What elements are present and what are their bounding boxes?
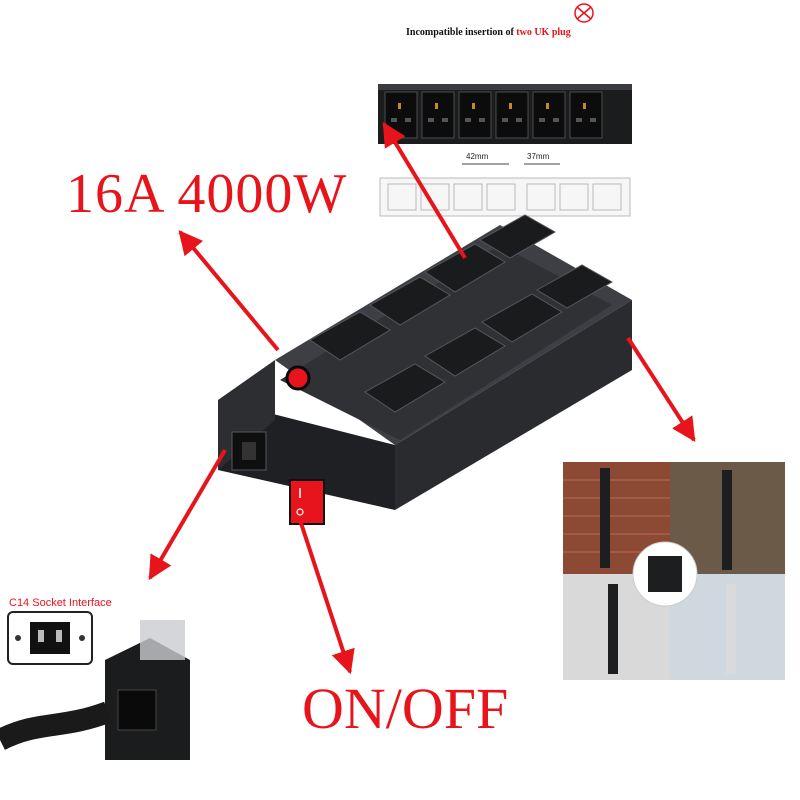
switch-label: ON/OFF: [302, 676, 509, 741]
incompatibility-highlight: two UK plug: [516, 27, 571, 38]
annotation-arrows: [148, 121, 696, 675]
incompatibility-prefix: Incompatible insertion of: [406, 27, 517, 38]
power-strip: [218, 214, 632, 525]
arrow-icon: [382, 121, 467, 260]
socket-width-label: 42mm: [466, 152, 489, 161]
c14-socket-photo: [0, 611, 190, 760]
c14-socket-label: C14 Socket Interface: [9, 597, 112, 609]
power-indicator-icon: [285, 365, 311, 391]
no-symbol-icon: [574, 3, 594, 23]
rating-headline: 16A 4000W: [66, 163, 348, 225]
dimension-diagram: [379, 163, 631, 217]
arrow-icon: [178, 230, 280, 352]
arrow-icon: [148, 448, 227, 581]
rocker-switch-icon: [289, 479, 325, 525]
wall-mount-photos: [563, 462, 785, 680]
arrow-icon: [298, 519, 355, 675]
top-socket-strip-photo: [378, 84, 632, 144]
socket-pitch-label: 37mm: [527, 152, 550, 161]
incompatibility-note: Incompatible insertion of two UK plug: [406, 27, 571, 38]
arrow-icon: [626, 336, 696, 443]
